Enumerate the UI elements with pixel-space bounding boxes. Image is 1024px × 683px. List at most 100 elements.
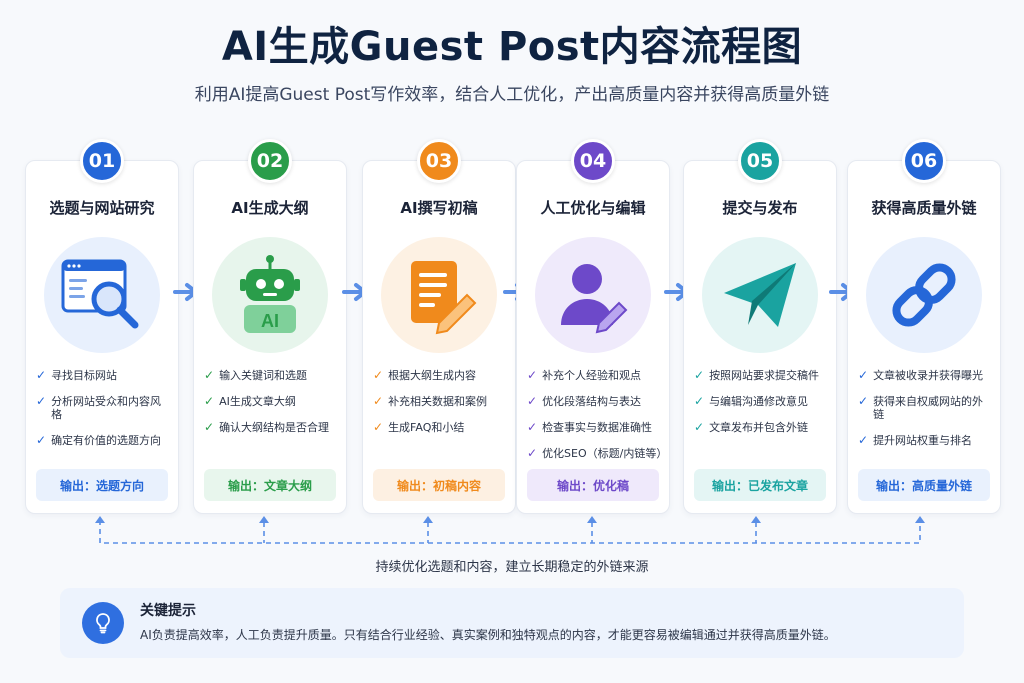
list-item: ✓ 与编辑沟通修改意见 <box>694 394 830 409</box>
checkmark-icon: ✓ <box>36 394 47 408</box>
list-item: ✓ 检查事实与数据准确性 <box>527 420 663 435</box>
checkmark-icon: ✓ <box>527 368 538 382</box>
bullet-text: 输入关键词和选题 <box>219 369 308 382</box>
checkmark-icon: ✓ <box>373 394 384 408</box>
bullet-text: 获得来自权威网站的外链 <box>873 395 984 421</box>
checkmark-icon: ✓ <box>694 394 705 408</box>
step-title: 选题与网站研究 <box>49 199 155 217</box>
lightbulb-icon <box>82 602 124 644</box>
feedback-loop-label: 持续优化选题和内容，建立长期稳定的外链来源 <box>375 560 649 575</box>
bullet-text: 与编辑沟通修改意见 <box>709 395 809 408</box>
step-title: AI生成大纲 <box>231 199 309 217</box>
bullet-text: 寻找目标网站 <box>51 369 118 382</box>
bullet-text: 补充个人经验和观点 <box>542 369 642 382</box>
checkmark-icon: ✓ <box>694 420 705 434</box>
list-item: ✓确认大纲结构是否合理 <box>204 420 340 435</box>
step-output-badge: 输出：文章大纲 <box>204 469 336 501</box>
bullet-text: 按照网站要求提交稿件 <box>709 369 820 382</box>
list-item: ✓ 分析网站受众和内容风格 <box>36 394 172 422</box>
checkmark-icon: ✓ <box>36 368 47 382</box>
list-item: ✓ 寻找目标网站 <box>36 368 172 383</box>
checkmark-icon: ✓ <box>858 394 869 408</box>
bullet-text: 文章发布并包含外链 <box>709 421 809 434</box>
checkmark-icon: ✓ <box>204 394 215 408</box>
step-bullet-list: ✓ 按照网站要求提交稿件 ✓ 与编辑沟通修改意见 ✓ 文章发布并包含外链 <box>694 368 830 435</box>
list-item: ✓ 文章被收录并获得曝光 <box>858 368 994 383</box>
list-item: ✓ 按照网站要求提交稿件 <box>694 368 830 383</box>
list-item: ✓ 确定有价值的选题方向 <box>36 433 172 448</box>
step-bullet-list: ✓ 补充个人经验和观点 ✓ 优化段落结构与表达 ✓ 检查事实与数据准确性 ✓ 优化SEO（标题… <box>527 368 668 461</box>
svg-text:AI: AI <box>261 311 279 331</box>
step-bullet-list: ✓ 输入关键词和选题 ✓ AI生成文章大纲 ✓确认大纲结构是否合理 <box>204 368 340 435</box>
step-bullet-list: ✓ 文章被收录并获得曝光 ✓ 获得来自权威网站的外链 ✓ 提升网站权重与排名 <box>858 368 994 448</box>
bullet-text: 提升网站权重与排名 <box>873 434 973 447</box>
bullet-text: 优化SEO（标题/内链等） <box>542 447 668 460</box>
step-card-6: 06 获得高质量外链 ✓ 文章被收录并获得曝光 ✓ 获得来自权威网站的外链 ✓ 提升网站权重… <box>847 139 1001 514</box>
step-output-badge: 输出：优化稿 <box>527 469 659 501</box>
step-number-badge: 02 <box>248 139 292 183</box>
checkmark-icon: ✓ <box>858 368 869 382</box>
page-title: AI生成Guest Post内容流程图 <box>221 24 803 70</box>
list-item: ✓ 补充相关数据和案例 <box>373 394 509 409</box>
page-subtitle: 利用AI提高Guest Post写作效率，结合人工优化，产出高质量内容并获得高质… <box>194 85 830 105</box>
feedback-loop-line <box>95 516 925 544</box>
list-item: ✓ 输入关键词和选题 <box>204 368 340 383</box>
step-number-badge: 03 <box>417 139 461 183</box>
list-item: ✓ 优化段落结构与表达 <box>527 394 663 409</box>
step-output-badge: 输出：高质量外链 <box>858 469 990 501</box>
tip-title: 关键提示 <box>140 603 196 619</box>
checkmark-icon: ✓ <box>527 394 538 408</box>
list-item: ✓ 生成FAQ和小结 <box>373 420 509 435</box>
bullet-text: 根据大纲生成内容 <box>388 369 477 382</box>
checkmark-icon: ✓ <box>527 420 538 434</box>
step-card-5: 05 提交与发布 ✓ 按照网站要求提交稿件 ✓ 与编辑沟通修改意见 ✓ 文章发布并包含外链输… <box>683 139 837 514</box>
bullet-text: AI生成文章大纲 <box>219 395 296 408</box>
tip-text: AI负责提高效率，人工负责提升质量。只有结合行业经验、真实案例和独特观点的内容，… <box>140 628 836 642</box>
step-number-badge: 01 <box>80 139 124 183</box>
bullet-text: 分析网站受众和内容风格 <box>51 395 162 421</box>
key-tip-panel: 关键提示 AI负责提高效率，人工负责提升质量。只有结合行业经验、真实案例和独特观… <box>60 588 964 658</box>
step-bullet-list: ✓ 根据大纲生成内容 ✓ 补充相关数据和案例 ✓ 生成FAQ和小结 <box>373 368 509 435</box>
list-item: ✓ 获得来自权威网站的外链 <box>858 394 994 422</box>
robot-icon: AI <box>212 237 328 353</box>
step-number-badge: 05 <box>738 139 782 183</box>
bullet-text: 补充相关数据和案例 <box>388 395 488 408</box>
bullet-text: 生成FAQ和小结 <box>388 421 465 434</box>
checkmark-icon: ✓ <box>373 368 384 382</box>
link-chain-icon <box>866 237 982 353</box>
bullet-text: 检查事实与数据准确性 <box>542 421 653 434</box>
checkmark-icon: ✓ <box>36 433 47 447</box>
step-bullet-list: ✓ 寻找目标网站 ✓ 分析网站受众和内容风格 ✓ 确定有价值的选题方向 <box>36 368 172 448</box>
checkmark-icon: ✓ <box>858 433 869 447</box>
step-title: 人工优化与编辑 <box>540 199 646 217</box>
bullet-text: 文章被收录并获得曝光 <box>873 369 984 382</box>
list-item: ✓ 文章发布并包含外链 <box>694 420 830 435</box>
checkmark-icon: ✓ <box>204 368 215 382</box>
user-edit-icon <box>535 237 651 353</box>
list-item: ✓ 补充个人经验和观点 <box>527 368 663 383</box>
bullet-text: 确定有价值的选题方向 <box>51 434 162 447</box>
step-title: 提交与发布 <box>722 199 798 217</box>
checkmark-icon: ✓ <box>204 420 215 434</box>
list-item: ✓ 优化SEO（标题/内链等） <box>527 446 668 461</box>
list-item: ✓ AI生成文章大纲 <box>204 394 340 409</box>
list-item: ✓ 根据大纲生成内容 <box>373 368 509 383</box>
step-number-badge: 04 <box>571 139 615 183</box>
step-output-badge: 输出：选题方向 <box>36 469 168 501</box>
checkmark-icon: ✓ <box>373 420 384 434</box>
step-number-badge: 06 <box>902 139 946 183</box>
step-title: AI撰写初稿 <box>400 199 478 217</box>
paper-plane-icon <box>702 237 818 353</box>
checkmark-icon: ✓ <box>527 446 538 460</box>
document-edit-icon <box>381 237 497 353</box>
bullet-text: 优化段落结构与表达 <box>542 395 642 408</box>
browser-search-icon <box>44 237 160 353</box>
step-card-4: 04 人工优化与编辑 ✓ 补充个人经验和观点 ✓ 优化段落结构与表达 ✓ 检查事实与数据准确… <box>516 139 670 514</box>
step-title: 获得高质量外链 <box>871 199 977 217</box>
step-output-badge: 输出：初稿内容 <box>373 469 505 501</box>
checkmark-icon: ✓ <box>694 368 705 382</box>
step-output-badge: 输出：已发布文章 <box>694 469 826 501</box>
list-item: ✓ 提升网站权重与排名 <box>858 433 994 448</box>
